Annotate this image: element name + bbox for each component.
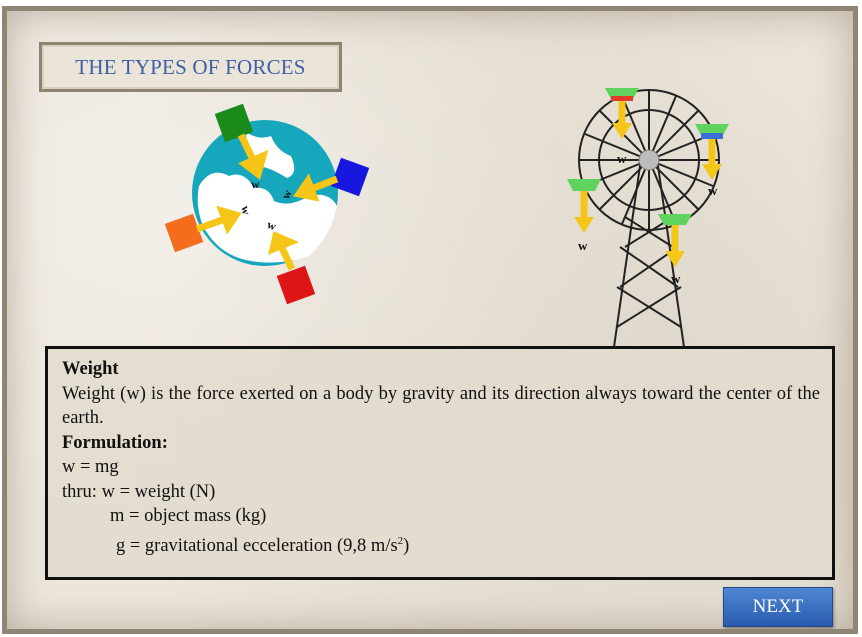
earth-weight-illustration: w w w w <box>164 103 370 305</box>
thru-prefix: thru: <box>62 481 102 502</box>
weight-label: w <box>708 183 718 198</box>
definition-m: m = object mass (kg) <box>110 506 267 526</box>
wheel-hub <box>638 149 660 171</box>
continent-shape <box>197 172 337 263</box>
tower-brace <box>619 246 679 288</box>
info-description: Weight (w) is the force exerted on a bod… <box>62 383 820 429</box>
red-block <box>276 265 316 305</box>
weight-arrow <box>309 175 339 193</box>
weight-arrowhead <box>216 205 242 235</box>
tower-brace <box>624 216 674 248</box>
weight-arrowhead <box>293 173 320 202</box>
weight-label: w <box>617 151 627 166</box>
orange-block <box>164 213 204 253</box>
blue-block <box>330 157 370 197</box>
weight-label: w <box>238 205 253 216</box>
weight-label: w <box>671 271 681 286</box>
gondola-bottom <box>658 214 692 267</box>
gondola-left <box>567 179 601 233</box>
formula: w = mg <box>62 457 119 477</box>
gondola-right <box>695 124 729 180</box>
ferris-wheel-illustration: w w w w <box>567 88 729 348</box>
definition-g: g = gravitational ecceleration (9,8 m/s2… <box>62 529 820 559</box>
definition-g-text: g = gravitational ecceleration (9,8 m/s <box>116 535 398 556</box>
weight-arrow <box>277 244 296 271</box>
title-box: THE TYPES OF FORCES <box>39 42 342 92</box>
weight-label: w <box>251 177 260 191</box>
continent-shape <box>244 131 295 178</box>
weight-label: w <box>578 238 588 253</box>
green-block <box>214 103 254 143</box>
definition-g-close: ) <box>403 535 410 556</box>
formulation-label: Formulation: <box>62 432 168 453</box>
definition-w: thru: w = weight (N) <box>62 480 820 505</box>
weight-arrow <box>195 215 227 233</box>
next-button[interactable]: NEXT <box>723 587 833 627</box>
weight-arrowhead <box>268 231 300 255</box>
tower-brace <box>616 286 682 328</box>
info-heading: Weight <box>62 359 119 379</box>
definition-w-text: w = weight (N) <box>101 481 216 502</box>
weight-info-panel: Weight Weight (w) is the force exerted o… <box>45 346 835 580</box>
definition-g-superscript: 2 <box>397 534 404 547</box>
gondola-top <box>605 88 639 139</box>
slide-frame: THE TYPES OF FORCES w w w w <box>2 6 858 634</box>
weight-arrowhead <box>238 149 269 180</box>
page-title: THE TYPES OF FORCES <box>75 54 306 79</box>
